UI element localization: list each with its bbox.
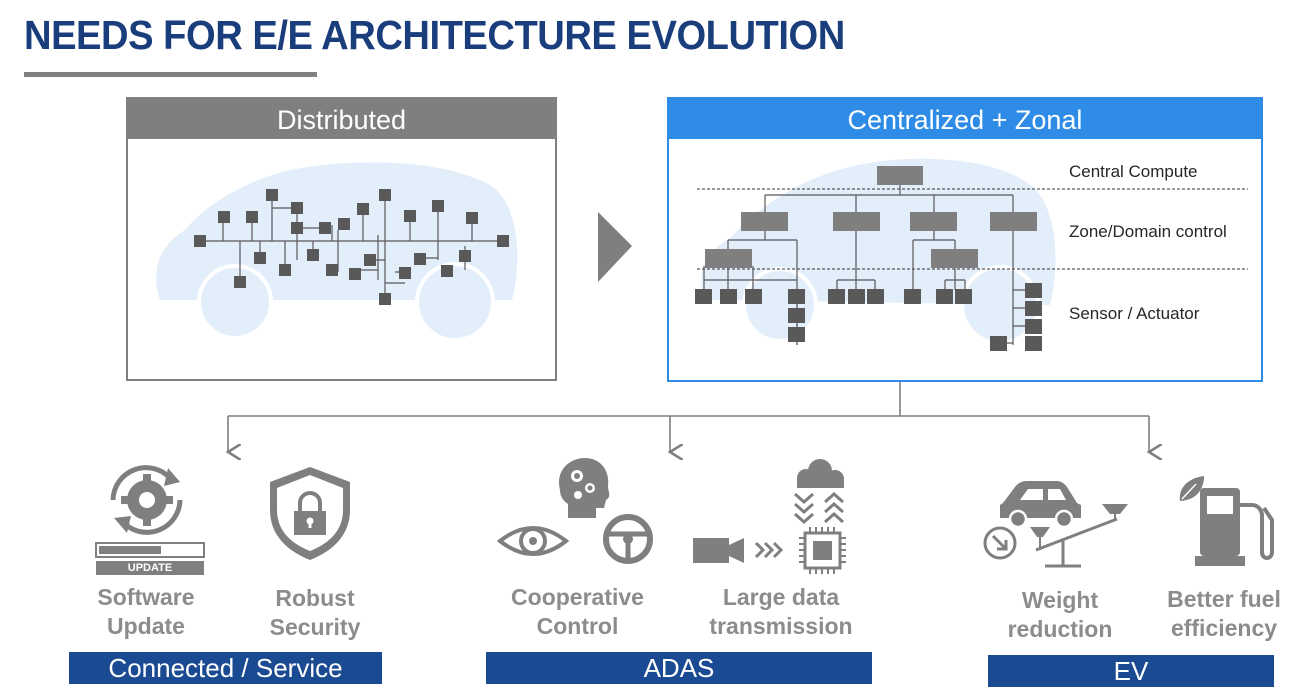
car-silhouette-distributed [156, 162, 518, 342]
car-icon [1000, 481, 1081, 529]
zone-controller-node [833, 212, 880, 231]
zonal-connections [703, 185, 1033, 345]
centralized-header: Centralized + Zonal [669, 99, 1261, 139]
data-transmission-icon [693, 459, 846, 574]
sensor-actuator-nodes [695, 283, 1042, 351]
zone-controller-node [931, 249, 978, 268]
down-arrow-circle-icon [983, 526, 1017, 560]
update-badge: UPDATE [127, 562, 173, 574]
software-update-icon [95, 465, 205, 575]
zone-controller-node [990, 212, 1037, 231]
page-title: NEEDS FOR E/E ARCHITECTURE EVOLUTION [24, 12, 845, 58]
weight-reduction-icon [983, 481, 1128, 568]
chip-icon [799, 527, 846, 574]
security-shield-icon [270, 467, 350, 560]
head-gears-icon [559, 458, 610, 518]
layer-label-central-compute: Central Compute [1069, 162, 1198, 181]
zone-controller-node [741, 212, 788, 231]
car-silhouette-centralized [701, 158, 1056, 345]
data-arrows-icon [794, 491, 844, 525]
fuel-efficiency-icon [1179, 476, 1274, 566]
camera-icon [693, 538, 744, 563]
fuel-pump-icon [1195, 488, 1274, 566]
eye-icon [496, 526, 570, 556]
title-underline [24, 72, 317, 77]
zone-controller-node [910, 212, 957, 231]
steering-wheel-icon [603, 514, 653, 564]
category-ev: EV [988, 655, 1274, 687]
layer-label-zone-domain: Zone/Domain control [1069, 222, 1227, 241]
chevrons-icon [754, 541, 784, 559]
cooperative-control-icon [496, 458, 653, 564]
transition-arrow-icon [598, 212, 632, 282]
balance-scale-icon [1030, 504, 1128, 568]
category-adas: ADAS [486, 652, 872, 684]
distributed-ecu-nodes [194, 189, 509, 305]
layer-label-sensor-actuator: Sensor / Actuator [1069, 304, 1200, 323]
central-compute-node [877, 166, 923, 185]
zone-controller-node [705, 249, 752, 268]
distributed-header: Distributed [128, 99, 555, 139]
centralized-panel: Centralized + Zonal [667, 97, 1263, 382]
distributed-panel: Distributed [126, 97, 557, 381]
cloud-icon [797, 459, 844, 488]
category-connector-tree [228, 382, 1149, 452]
category-connected-service: Connected / Service [69, 652, 382, 684]
zonal-nodes [705, 166, 1037, 268]
